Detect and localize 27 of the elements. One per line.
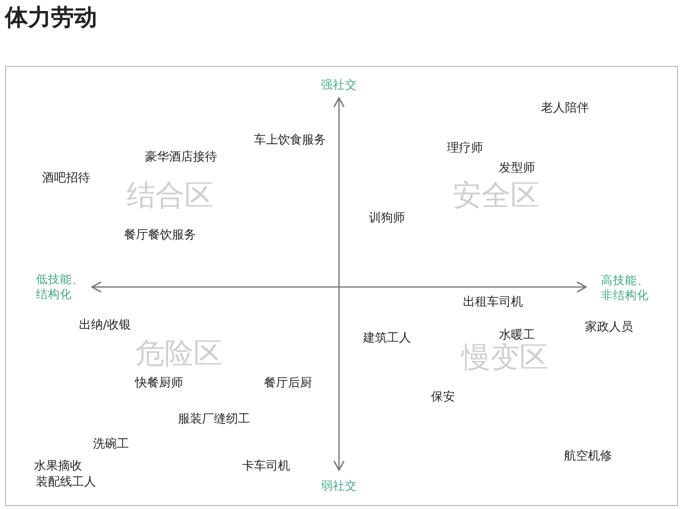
title: 体力劳动 xyxy=(5,4,97,33)
job-label: 水果摘收 xyxy=(34,458,82,474)
job-label: 豪华酒店接待 xyxy=(145,148,217,166)
job-label: 酒吧招待 xyxy=(42,170,90,186)
axis-label: 高技能、非结构化 xyxy=(601,273,650,303)
job-label: 发型师 xyxy=(499,160,535,176)
job-label: 装配线工人 xyxy=(36,474,96,490)
job-label: 建筑工人 xyxy=(363,330,411,346)
axis-label: 弱社交 xyxy=(321,478,357,494)
job-label: 家政人员 xyxy=(585,318,633,336)
job-label: 保安 xyxy=(431,388,455,406)
job-label: 车上饮食服务 xyxy=(254,132,326,148)
job-label: 航空机修 xyxy=(564,448,612,464)
job-label: 餐厅后厨 xyxy=(264,374,312,392)
job-label: 理疗师 xyxy=(447,140,483,156)
job-label: 快餐厨师 xyxy=(135,374,183,392)
job-label: 水暖工 xyxy=(499,326,535,342)
job-label: 服装厂缝纫工 xyxy=(178,410,250,428)
job-label: 洗碗工 xyxy=(93,436,129,452)
job-label: 餐厅餐饮服务 xyxy=(124,226,196,244)
job-label: 老人陪伴 xyxy=(541,100,589,116)
axis-label: 低技能、结构化 xyxy=(36,272,84,302)
job-label: 出租车司机 xyxy=(463,294,523,310)
axis-label: 强社交 xyxy=(321,78,357,92)
job-label: 卡车司机 xyxy=(242,458,290,474)
job-label: 出纳/收银 xyxy=(78,316,132,334)
job-label: 训狗师 xyxy=(369,210,405,226)
